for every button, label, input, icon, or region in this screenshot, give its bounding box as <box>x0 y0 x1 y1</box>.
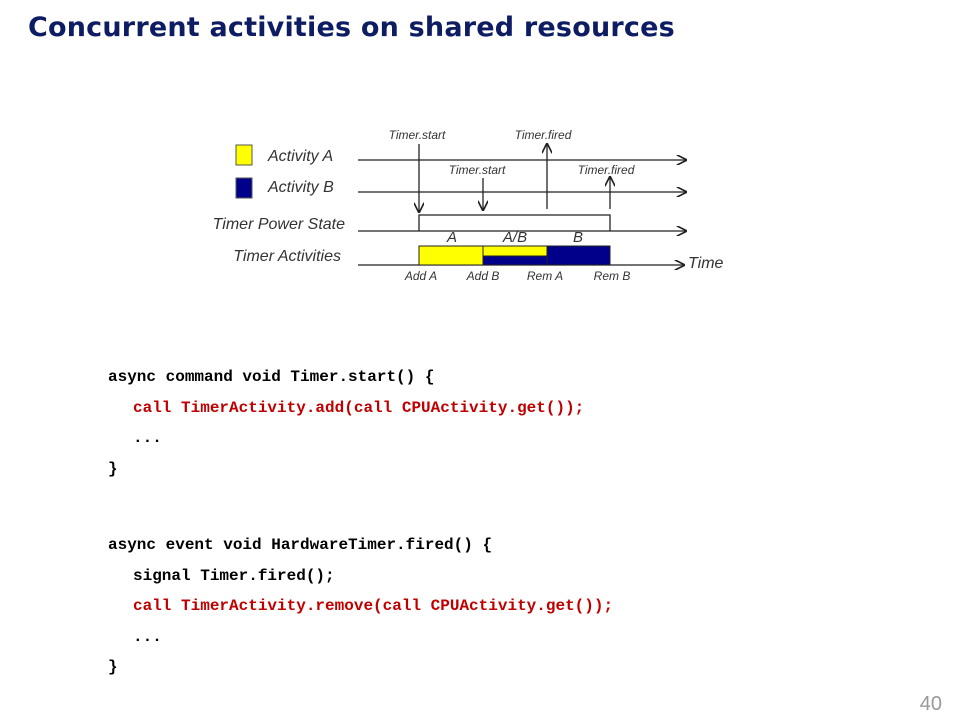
segment-ab-bar-bottom <box>482 255 548 266</box>
activity-b-swatch <box>235 177 253 199</box>
code-block2-footer: } <box>108 658 118 676</box>
tick-add-b: Add B <box>466 269 500 283</box>
code-block2-header: async event void HardwareTimer.fired() { <box>108 536 493 554</box>
code-listing: async command void Timer.start() { call … <box>108 366 613 687</box>
code-block1-footer: } <box>108 459 118 478</box>
activity-a-label: Activity A <box>267 148 333 165</box>
segment-b-label: B <box>573 229 583 246</box>
code-block1-line-1: call TimerActivity.add(call CPUActivity.… <box>133 398 585 417</box>
activity-b-label: Activity B <box>267 179 334 196</box>
time-axis-label: Time <box>688 255 724 272</box>
timer-fired-a-label: Timer.fired <box>515 128 572 142</box>
tick-rem-b: Rem B <box>594 269 631 283</box>
timing-diagram: Activity A Activity B Timer Power State … <box>213 128 724 283</box>
code-block2-line-3: ... <box>133 627 162 646</box>
code-block1-line-2: ... <box>133 429 162 447</box>
activity-a-swatch <box>235 144 253 166</box>
power-state-pulse <box>418 214 611 231</box>
segment-ab-bar-top <box>482 245 548 257</box>
timer-activities-label: Timer Activities <box>233 248 341 265</box>
code-block2-line-1: signal Timer.fired(); <box>133 566 335 585</box>
segment-b-bar <box>546 245 611 266</box>
slide-title: Concurrent activities on shared resource… <box>28 12 675 43</box>
tick-rem-a: Rem A <box>527 269 563 283</box>
timer-start-b-label: Timer.start <box>449 163 506 177</box>
code-block1-header: async command void Timer.start() { <box>108 368 435 386</box>
segment-ab-label: A/B <box>502 229 527 246</box>
segment-a-bar <box>418 245 484 266</box>
timer-fired-b-label: Timer.fired <box>578 163 635 177</box>
tick-add-a: Add A <box>404 269 437 283</box>
code-block2-line-2: call TimerActivity.remove(call CPUActivi… <box>133 597 614 615</box>
timer-start-a-label: Timer.start <box>389 128 446 142</box>
page-number: 40 <box>919 693 942 715</box>
timer-power-state-label: Timer Power State <box>213 216 345 233</box>
segment-a-label: A <box>446 229 457 246</box>
